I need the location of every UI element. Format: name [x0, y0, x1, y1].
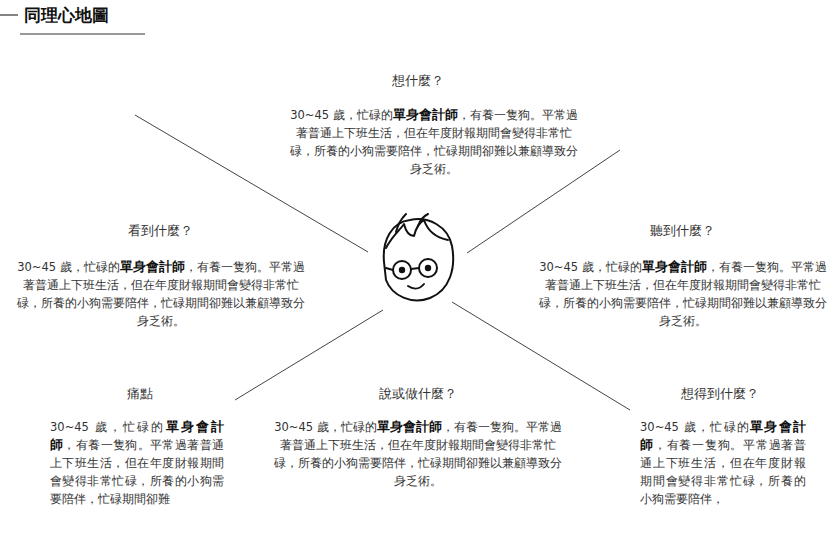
section-body: 30~45 歲，忙碌的單身會計師，有養一隻狗。平常過著普通上下班生活，但在年度財… — [288, 106, 580, 178]
persona-text: 30~45 歲，忙碌的 — [17, 260, 120, 274]
section-body: 30~45 歲，忙碌的單身會計師，有養一隻狗。平常過著普通上下班生活，但在年度財… — [14, 258, 308, 330]
persona-text: ，有養一隻狗。平常過著普通上下班生活，但在年度財報期間會變得非常忙碌，所養的小狗… — [640, 438, 806, 506]
section-body: 30~45 歲，忙碌的單身會計師，有養一隻狗。平常過著普通上下班生活，但在年度財… — [50, 418, 224, 508]
persona-text: 30~45 歲，忙碌的 — [50, 420, 166, 434]
persona-role: 單身會計師 — [120, 259, 185, 274]
persona-text: ，有養一隻狗。平常過著普通上下班生活，但在年度財報期間會變得非常忙碌，所養的小狗… — [50, 438, 224, 506]
divider-line — [235, 310, 383, 400]
persona-text: 30~45 歲，忙碌的 — [290, 108, 393, 122]
section-body: 30~45 歲，忙碌的單身會計師，有養一隻狗。平常過著普通上下班生活，但在年度財… — [271, 418, 565, 490]
persona-role: 單身會計師 — [642, 259, 707, 274]
persona-role: 單身會計師 — [393, 107, 458, 122]
persona-text: 30~45 歲，忙碌的 — [539, 260, 642, 274]
section-body: 30~45 歲，忙碌的單身會計師，有養一隻狗。平常過著普通上下班生活，但在年度財… — [640, 418, 806, 508]
persona-role: 單身會計師 — [377, 419, 442, 434]
section-body: 30~45 歲，忙碌的單身會計師，有養一隻狗。平常過著普通上下班生活，但在年度財… — [536, 258, 830, 330]
title-dash — [0, 14, 18, 15]
section-heading: 說或做什麼？ — [379, 385, 457, 403]
section-heading: 聽到什麼？ — [650, 222, 715, 240]
persona-text: 30~45 歲，忙碌的 — [274, 420, 377, 434]
divider-line — [467, 150, 620, 253]
section-heading: 看到什麼？ — [128, 222, 193, 240]
section-heading: 想什麼？ — [392, 72, 444, 90]
title-underline — [20, 34, 145, 35]
section-heading: 痛點 — [127, 385, 153, 403]
person-face — [384, 214, 453, 300]
persona-text: 30~45 歲，忙碌的 — [640, 420, 750, 434]
map-title: 同理心地圖 — [24, 4, 109, 27]
divider-line — [452, 302, 630, 410]
section-heading: 想得到什麼？ — [681, 385, 759, 403]
